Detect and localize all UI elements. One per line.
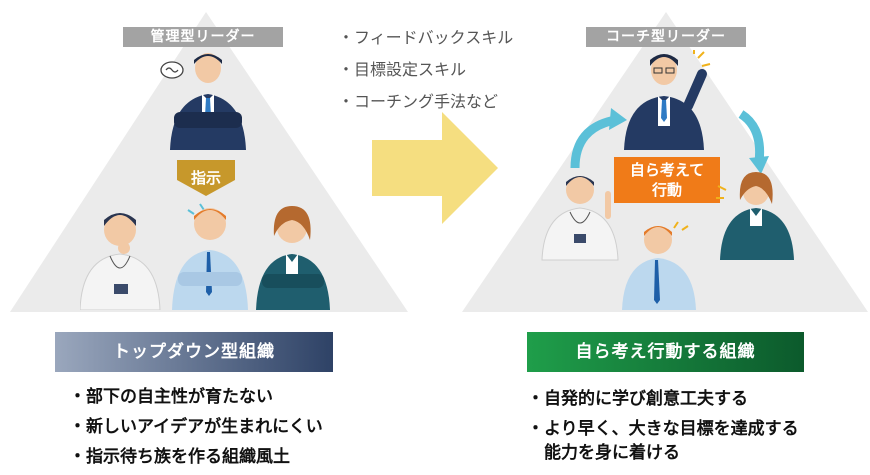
skill-item-coaching: ・コーチング手法など — [338, 92, 499, 111]
left-banner: トップダウン型組織 — [55, 332, 333, 372]
right-bullet-2: ・より早く、大きな目標を達成する — [527, 419, 799, 439]
skill-item-feedback: ・フィードバックスキル — [338, 28, 514, 47]
coach-leader-figure — [624, 50, 711, 150]
team-members-group — [541, 172, 794, 310]
right-bullet-1: ・自発的に学び創意工夫する — [527, 389, 748, 409]
subordinate-worried-man — [80, 213, 161, 310]
cycle-arrow-left-icon — [570, 115, 617, 169]
self-action-label-line-2: 行動 — [651, 181, 682, 199]
right-bullet-3: 能力を身に着ける — [527, 443, 680, 463]
skill-item-goal-setting: ・目標設定スキル — [338, 60, 467, 79]
left-bullet-2: ・新しいアイデアが生まれにくい — [69, 417, 323, 437]
subordinate-woman — [256, 206, 330, 310]
left-bullet-3: ・指示待ち族を作る組織風土 — [69, 447, 290, 467]
subordinate-arms-crossed-man — [172, 203, 248, 310]
transition-arrow — [372, 112, 498, 224]
team-member-badge-man — [541, 176, 619, 261]
self-action-label-line-1: 自ら考えて — [629, 161, 705, 179]
cycle-arrow-right-icon — [738, 110, 765, 163]
team-member-woman — [716, 172, 794, 260]
cycle-arrows — [570, 108, 769, 174]
instruction-label: 指示 — [190, 169, 221, 187]
right-banner: 自ら考え行動する組織 — [527, 332, 804, 372]
idea-sparkle-icon — [693, 50, 711, 67]
frustration-cloud-icon — [160, 61, 184, 79]
subordinates-group — [80, 203, 330, 310]
team-member-center-man — [622, 221, 696, 310]
instruction-arrow — [177, 160, 235, 196]
manager-leader-figure — [160, 53, 246, 150]
left-bullet-1: ・部下の自主性が育たない — [69, 387, 273, 407]
left-tag: 管理型リーダー — [123, 27, 283, 47]
right-tag: コーチ型リーダー — [586, 27, 746, 47]
self-action-label: 自ら考えて 行動 — [614, 157, 720, 203]
